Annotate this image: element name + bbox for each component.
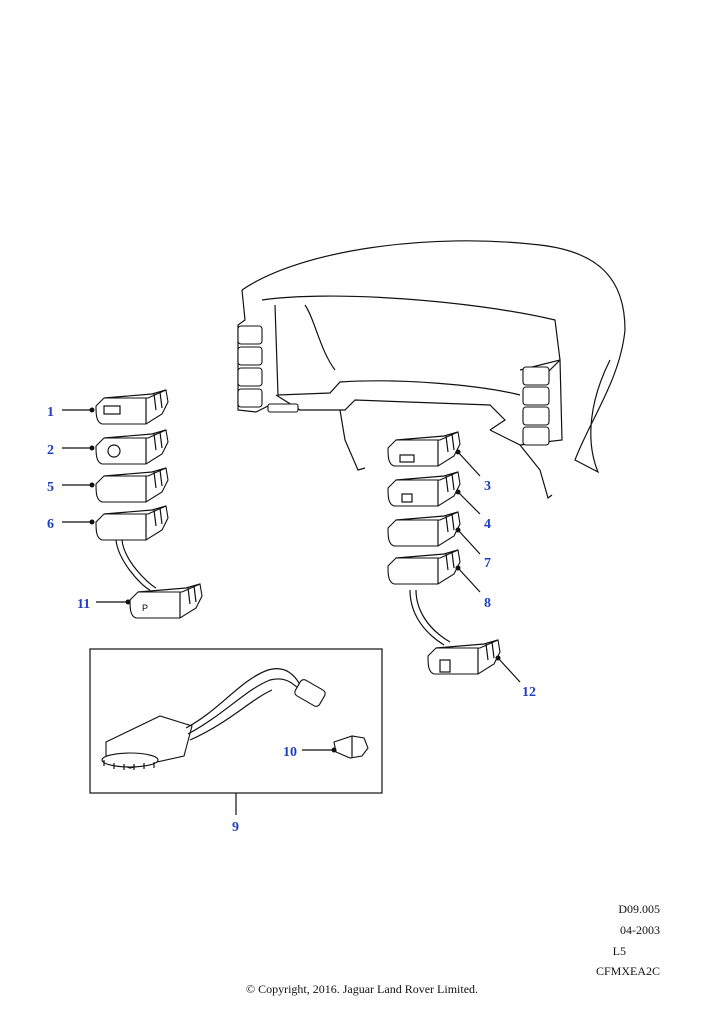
callout-labels: 1 2 3 4 5 6 7 8 9 10 11 12: [47, 405, 536, 835]
rotary-control-9: [101, 668, 326, 770]
leader-lines: [62, 407, 521, 753]
diagram-code: CFMXEA2C: [595, 964, 660, 978]
callout-6[interactable]: 6: [47, 517, 54, 532]
callout-8[interactable]: 8: [484, 596, 491, 611]
callout-5[interactable]: 5: [47, 480, 54, 495]
switch-5: [95, 467, 169, 503]
switch-1: [95, 389, 169, 425]
diagram-date: 04-2003: [620, 923, 660, 937]
callout-10[interactable]: 10: [283, 745, 297, 760]
callout-9[interactable]: 9: [232, 820, 239, 835]
switch-7: [387, 511, 461, 547]
switch-3: [387, 431, 461, 467]
callout-7[interactable]: 7: [484, 556, 491, 571]
switch-11: P: [129, 583, 203, 619]
callout-3[interactable]: 3: [484, 479, 491, 494]
diagram-level: L5: [612, 944, 626, 958]
switch-2: [95, 429, 169, 465]
switch-12: [427, 639, 501, 675]
dashboard-binnacle: [237, 240, 626, 500]
svg-text:P: P: [142, 603, 148, 613]
bulb-10: [333, 735, 369, 759]
callout-4[interactable]: 4: [484, 517, 491, 532]
switch-6: [95, 505, 169, 541]
callout-11[interactable]: 11: [77, 597, 90, 612]
switch-4: [387, 471, 461, 507]
kit-box-9: [89, 648, 383, 794]
copyright-notice: © Copyright, 2016. Jaguar Land Rover Lim…: [245, 982, 479, 996]
callout-2[interactable]: 2: [47, 443, 54, 458]
callout-1[interactable]: 1: [47, 405, 54, 420]
diagram-ref: D09.005: [618, 902, 660, 916]
callout-12[interactable]: 12: [522, 685, 536, 700]
switch-8: [387, 549, 461, 585]
